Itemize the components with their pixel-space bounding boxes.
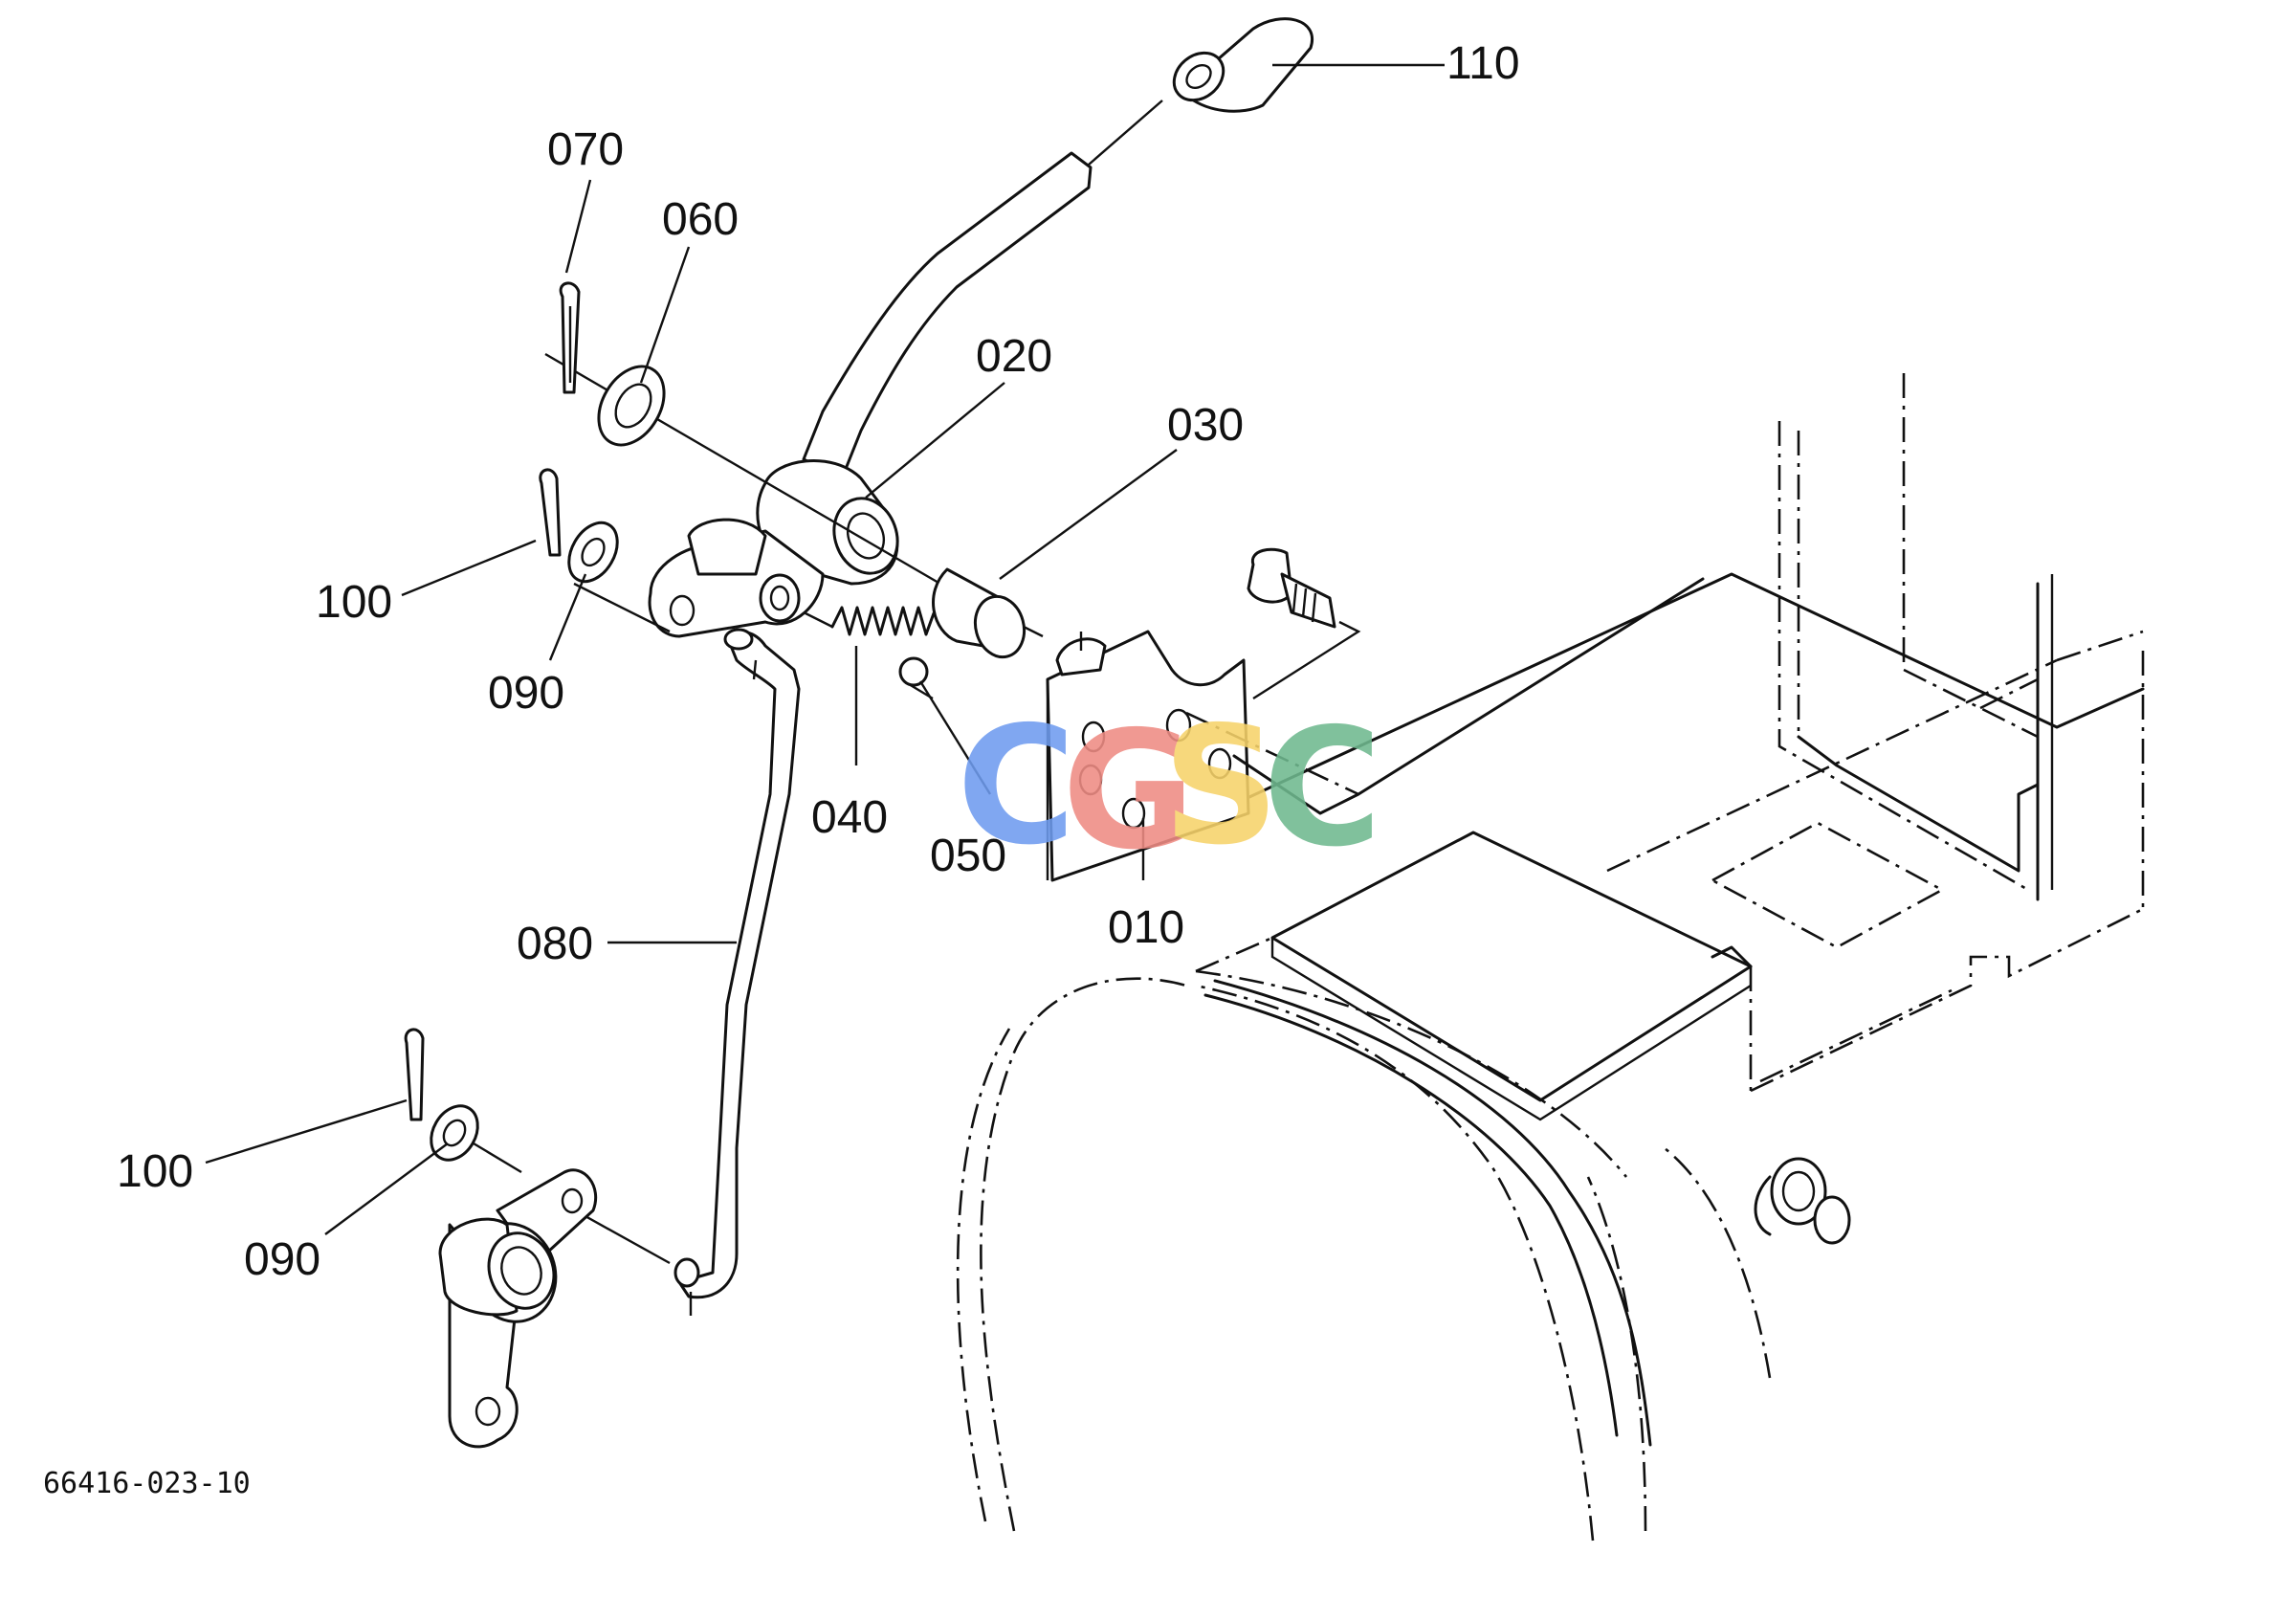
cotter-pin-100-upper — [539, 468, 562, 557]
callout-010: 010 — [1108, 902, 1184, 953]
lever-rod — [802, 151, 1093, 480]
callout-110: 110 — [1446, 38, 1520, 89]
callout-040: 040 — [811, 792, 888, 843]
bell-crank-lower — [438, 1168, 598, 1449]
leader-lines — [205, 63, 1445, 1235]
watermark-logo: C G S C — [957, 692, 1382, 886]
cotter-pin-100-lower — [404, 1028, 425, 1121]
callout-090-upper: 090 — [488, 668, 564, 719]
boss-1 — [1770, 1157, 1827, 1226]
washer-060 — [597, 365, 666, 447]
callout-060: 060 — [662, 194, 739, 245]
boss-2 — [1813, 1195, 1851, 1245]
bushing-030 — [932, 567, 1027, 659]
spring-040 — [830, 606, 936, 636]
callout-080: 080 — [517, 919, 593, 969]
drawing-code: 66416-023-10 — [43, 1467, 251, 1500]
cotter-pin-070 — [559, 281, 581, 394]
callout-050: 050 — [930, 831, 1006, 881]
callout-030: 030 — [1167, 400, 1244, 451]
watermark-letter-1: C — [957, 692, 1076, 881]
shift-rod-080 — [673, 628, 801, 1316]
callout-090-lower: 090 — [244, 1234, 320, 1285]
callout-labels: 110 070 060 020 030 100 090 040 050 010 … — [117, 38, 1520, 1285]
washer-090-upper — [567, 521, 619, 584]
detent-plate-010 — [1046, 630, 1250, 882]
callout-100-lower: 100 — [117, 1146, 193, 1197]
callout-100-upper: 100 — [316, 577, 392, 628]
shift-lever-assembly — [648, 17, 1314, 638]
watermark-letter-3: S — [1162, 692, 1279, 881]
tractor-body-outline — [956, 373, 2145, 1542]
mounting-bolt — [1185, 547, 1705, 815]
watermark-letter-2: G — [1062, 697, 1196, 886]
callout-070: 070 — [547, 124, 624, 175]
detent-ball-050 — [898, 656, 929, 687]
callout-020: 020 — [976, 331, 1052, 382]
watermark-letter-4: C — [1263, 694, 1382, 883]
